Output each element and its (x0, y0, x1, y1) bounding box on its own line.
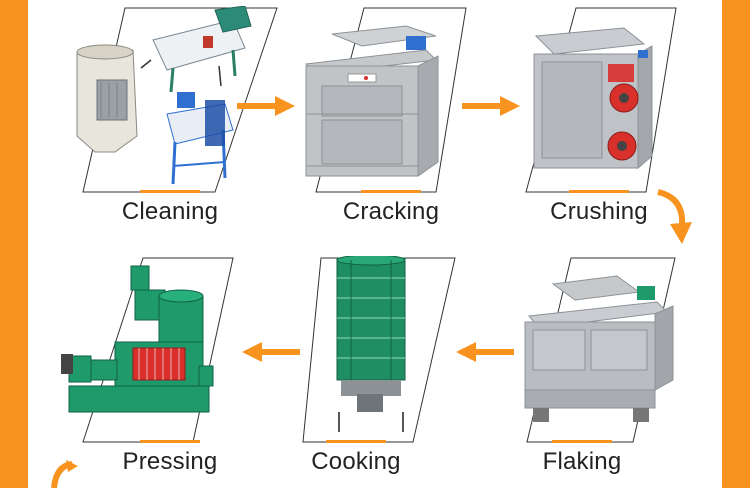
step-label: Cooking (311, 448, 401, 475)
arrow-left-icon (456, 342, 514, 362)
arrow-left-icon (242, 342, 300, 362)
flaking-machine-image (524, 275, 674, 422)
cracking-machine-image (304, 25, 439, 177)
step-label: Crushing (550, 198, 648, 225)
step-cleaning: Cleaning (55, 6, 285, 246)
arrow-right-icon (462, 96, 520, 116)
left-orange-border (0, 0, 28, 488)
step-pressing: Pressing (55, 256, 285, 488)
step-label: Cleaning (121, 198, 219, 225)
label-underline (552, 440, 612, 443)
step-cracking: Cracking (276, 6, 506, 246)
arrow-right-icon (237, 96, 295, 116)
cleaning-machine-image (76, 6, 252, 185)
right-orange-border (722, 0, 750, 488)
parallelogram-frame (241, 256, 471, 446)
pressing-machine-image (61, 265, 214, 413)
label-underline (140, 440, 200, 443)
label-underline (326, 440, 386, 443)
step-label: Flaking (542, 448, 622, 475)
curved-arrow-down-icon (657, 189, 692, 244)
step-cooking: Cooking (241, 256, 471, 488)
step-flaking: Flaking (467, 256, 697, 488)
curved-arrow-icon (51, 460, 78, 488)
label-underline (361, 190, 421, 193)
step-crushing: Crushing (484, 6, 714, 246)
cooking-machine-image (336, 256, 406, 432)
step-label: Cracking (342, 198, 440, 225)
step-label: Pressing (122, 448, 218, 475)
label-underline (569, 190, 629, 193)
crushing-machine-image (533, 27, 653, 170)
label-underline (140, 190, 200, 193)
